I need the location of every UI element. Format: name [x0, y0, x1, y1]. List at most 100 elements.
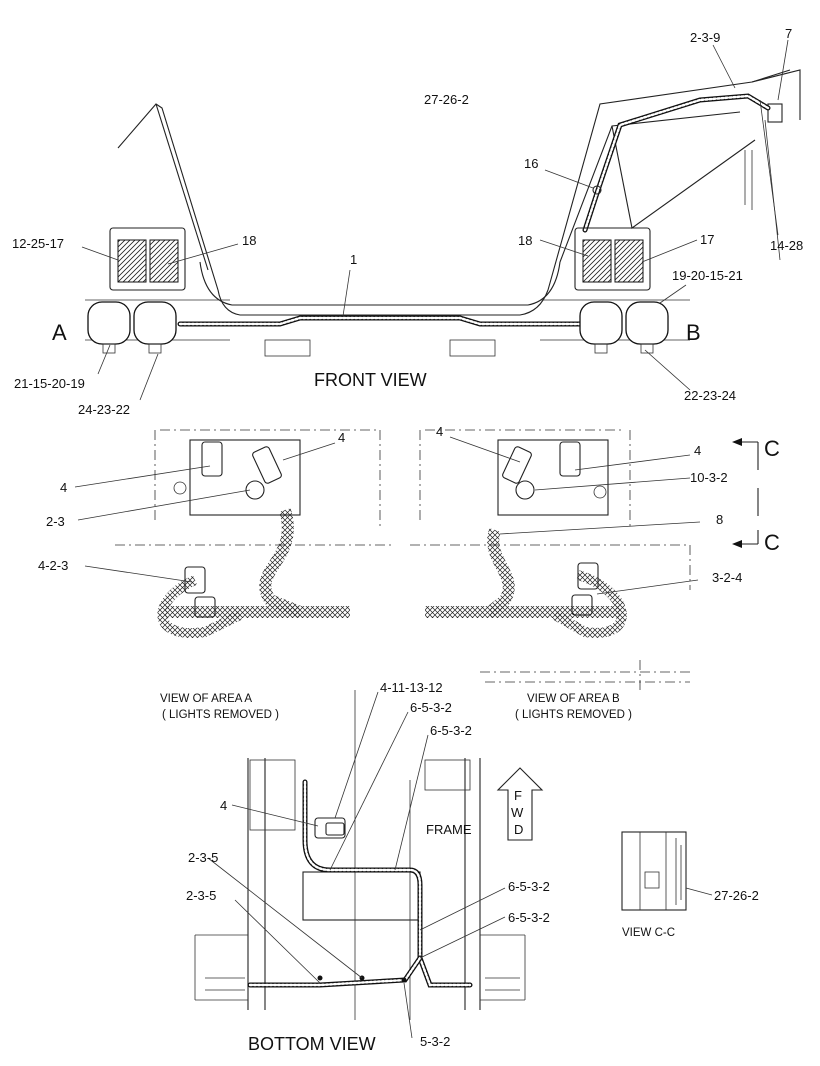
right-mast-head [751, 69, 801, 120]
clip-16 [592, 185, 602, 195]
callout-17: 17 [700, 232, 714, 247]
callout-4-11-13-12: 4-11-13-12 [380, 680, 443, 695]
rail-plate-right [424, 759, 471, 791]
area-b-title: VIEW OF AREA B [527, 693, 620, 705]
callout-4-area-b-top: 4 [436, 424, 443, 439]
right-mast-outline [547, 69, 791, 291]
area-b-mount-plate [497, 439, 609, 516]
area-b-loop [552, 570, 627, 638]
bottom-view-title: BOTTOM VIEW [248, 1034, 376, 1054]
callout-27-26-2-cc: 27-26-2 [714, 888, 759, 903]
fwd-letter-f: F [514, 788, 522, 803]
section-c-top: C [764, 436, 780, 461]
callout-16: 16 [524, 156, 538, 171]
mast-harness [582, 93, 771, 233]
callout-27-26-2-top: 27-26-2 [424, 92, 469, 107]
bottom-leaders [207, 691, 506, 1039]
bottom-frame-rails [247, 758, 481, 1010]
cc-housing [621, 831, 687, 911]
bracket-right [449, 339, 496, 357]
callout-3-2-4: 3-2-4 [712, 570, 742, 585]
area-a-leaders [74, 442, 336, 583]
callout-1: 1 [350, 252, 357, 267]
callout-14-28: 14-28 [770, 238, 803, 253]
callout-22-23-24: 22-23-24 [684, 388, 736, 403]
callout-12-25-17: 12-25-17 [12, 236, 64, 251]
area-a-note: ( LIGHTS REMOVED ) [162, 709, 279, 721]
connector-block [767, 103, 783, 123]
bottom-cross-members [194, 934, 526, 1001]
area-a-connector-1 [201, 441, 223, 477]
cc-leader [685, 887, 713, 896]
section-arrow-top [732, 438, 742, 446]
area-a-mount-plate [189, 439, 301, 516]
callout-5-3-2: 5-3-2 [420, 1034, 450, 1049]
callout-18-left: 18 [242, 233, 256, 248]
section-c-marker: C C [732, 436, 780, 555]
area-b-connector-2 [502, 446, 532, 484]
marker-b: B [686, 320, 701, 345]
area-b-phantom-lower [480, 660, 690, 690]
front-view: 27-26-2 2-3-9 7 16 14-28 12-25-17 18 18 … [12, 26, 803, 417]
area-a-grommet [245, 480, 265, 500]
front-view-title: FRONT VIEW [314, 370, 427, 390]
callout-19-20-15-21: 19-20-15-21 [672, 268, 743, 283]
callout-6-5-3-2-b: 6-5-3-2 [430, 723, 472, 738]
marker-a: A [52, 320, 67, 345]
area-b-leaders [449, 436, 701, 595]
view-cc: 27-26-2 VIEW C-C [621, 831, 759, 939]
left-floodlight-lens-1 [117, 239, 147, 283]
area-b-connector-1 [559, 441, 581, 477]
bottom-frame-block [302, 871, 421, 921]
callout-18-right: 18 [518, 233, 532, 248]
fwd-arrow [496, 767, 544, 841]
section-arrow-bottom [732, 540, 742, 548]
callout-4-area-a-top: 4 [338, 430, 345, 445]
bottom-view: F W D 4-11-13-12 6-5-3-2 6-5-3-2 4 FRAME… [186, 680, 550, 1054]
area-b-note: ( LIGHTS REMOVED ) [515, 709, 632, 721]
bottom-frame-edges [354, 690, 411, 1020]
left-mast-inner [155, 103, 209, 271]
callout-2-3-5-a: 2-3-5 [188, 850, 218, 865]
callout-4-area-a-left: 4 [60, 480, 67, 495]
area-b-view: 4 4 10-3-2 8 3-2-4 VIEW OF AREA B ( LIGH… [410, 424, 742, 721]
callout-24-23-22: 24-23-22 [78, 402, 130, 417]
callout-21-15-20-19: 21-15-20-19 [14, 376, 85, 391]
area-a-connector-2 [252, 446, 282, 484]
callout-7: 7 [785, 26, 792, 41]
left-lamps [87, 301, 177, 354]
callout-4-bottom: 4 [220, 798, 227, 813]
front-leaders [81, 39, 789, 401]
callout-10-3-2: 10-3-2 [690, 470, 728, 485]
area-a-title: VIEW OF AREA A [160, 693, 252, 705]
frame-label: FRAME [426, 822, 472, 837]
right-mast-drop-lines [744, 119, 781, 261]
right-floodlight-lens-1 [582, 239, 612, 283]
bracket-left [264, 339, 311, 357]
right-floodlight-lens-2 [614, 239, 644, 283]
area-b-grommet [515, 480, 535, 500]
right-lamps [579, 301, 669, 354]
area-b-connector-3 [577, 562, 599, 590]
callout-2-3-5-b: 2-3-5 [186, 888, 216, 903]
area-a-phantom-lines [115, 429, 395, 546]
front-frame-inner [217, 289, 549, 316]
fwd-letter-d: D [514, 822, 523, 837]
bottom-harness-right [302, 779, 473, 988]
front-frame-outer [199, 261, 561, 306]
area-b-harness [425, 528, 515, 618]
section-c-bottom: C [764, 530, 780, 555]
callout-2-3: 2-3 [46, 514, 65, 529]
left-floodlight-lens-2 [149, 239, 179, 283]
fwd-letter-w: W [511, 805, 524, 820]
area-a-loop [157, 575, 243, 639]
area-a-view: 4 4 2-3 4-2-3 VIEW OF AREA A ( LIGHTS RE… [38, 429, 395, 721]
left-mast-outline [117, 103, 219, 291]
area-a-connector-3 [184, 566, 206, 594]
callout-2-3-9: 2-3-9 [690, 30, 720, 45]
rail-plate-left [249, 759, 296, 831]
callout-4-area-b-right: 4 [694, 443, 701, 458]
callout-6-5-3-2-c: 6-5-3-2 [508, 879, 550, 894]
